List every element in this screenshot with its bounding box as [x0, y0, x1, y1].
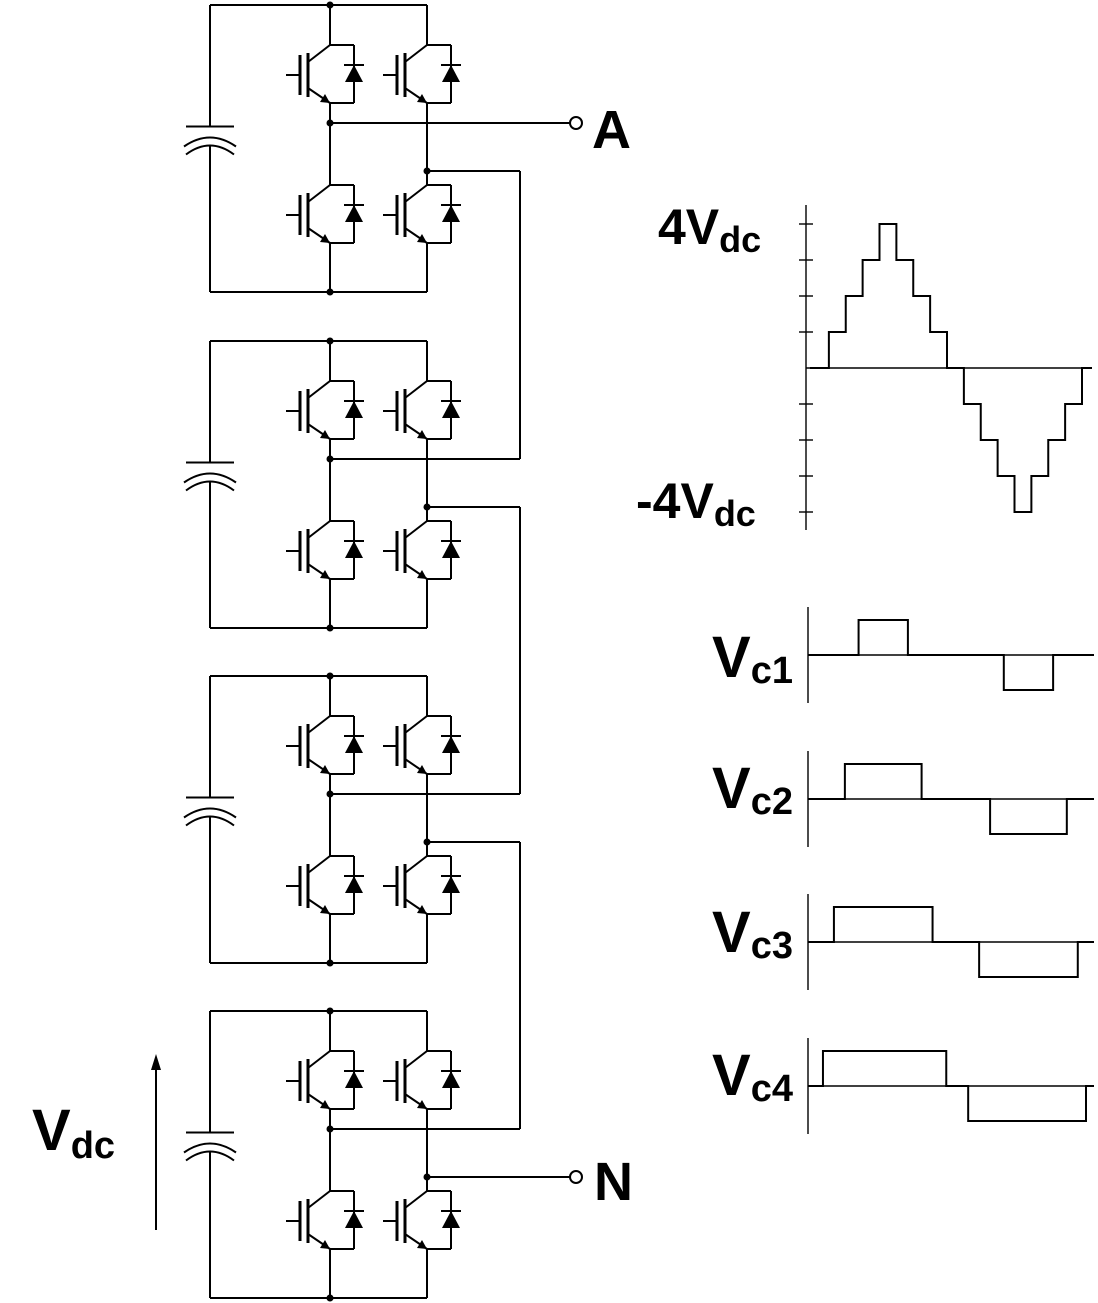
diode [441, 1210, 461, 1228]
junction-dot [326, 288, 334, 296]
diode [441, 540, 461, 558]
igbt-switch [383, 361, 461, 459]
diode [344, 875, 364, 893]
cell-waveform-2 [807, 751, 1094, 847]
igbt-switch [383, 25, 461, 123]
total-wave-top-label: 4Vdc [658, 199, 761, 260]
terminal-a-label: A [592, 100, 631, 160]
h-bridge-cell-2 [183, 337, 461, 632]
diode [441, 64, 461, 82]
junction-dot [326, 959, 334, 967]
cell-waveform-3 [807, 894, 1094, 990]
h-bridge-cell-4 [183, 1007, 461, 1302]
dc-capacitor [183, 1011, 237, 1298]
igbt-switch [286, 361, 364, 459]
diode [344, 735, 364, 753]
diode [441, 1070, 461, 1088]
square-trace [808, 906, 1094, 978]
junction-dot [326, 1, 334, 9]
square-trace [808, 1050, 1094, 1122]
igbt-switch [286, 836, 364, 934]
junction-dot [326, 1007, 334, 1015]
h-bridge-cell-1 [183, 1, 461, 296]
total-wave-bottom-label: -4Vdc [636, 473, 756, 534]
cascade-link-2 [330, 506, 521, 795]
diode [441, 875, 461, 893]
terminal-n [427, 1170, 583, 1184]
dc-capacitor [183, 5, 237, 292]
igbt-switch [383, 696, 461, 794]
diode [344, 540, 364, 558]
dc-capacitor [183, 341, 237, 628]
igbt-switch [383, 165, 461, 263]
cascade-link-1 [330, 170, 521, 460]
igbt-switch [286, 25, 364, 123]
junction-dot [326, 337, 334, 345]
cascaded-h-bridge-circuit [183, 1, 583, 1302]
igbt-switch [383, 501, 461, 599]
terminal-n-label: N [594, 1152, 633, 1212]
vc3-label: Vc3 [712, 900, 793, 967]
igbt-switch [286, 696, 364, 794]
diode [344, 400, 364, 418]
igbt-switch [286, 1171, 364, 1269]
diode [344, 64, 364, 82]
staircase-trace [810, 223, 1092, 513]
terminal-a [330, 116, 583, 130]
diode [441, 400, 461, 418]
cell-waveform-1 [807, 607, 1094, 703]
diode [344, 1210, 364, 1228]
diode [344, 204, 364, 222]
cascade-link-3 [330, 841, 521, 1130]
junction-dot [326, 672, 334, 680]
igbt-switch [286, 501, 364, 599]
junction-dot [326, 1294, 334, 1302]
dc-capacitor [183, 676, 237, 963]
h-bridge-cell-3 [183, 672, 461, 967]
waveform-panel [799, 205, 1094, 1134]
vdc-arrow [151, 1054, 161, 1230]
igbt-switch [383, 1031, 461, 1129]
igbt-switch [383, 1171, 461, 1269]
total-output-waveform [799, 205, 1092, 530]
junction-dot [326, 624, 334, 632]
igbt-switch [286, 1031, 364, 1129]
vdc-source-label: Vdc [32, 1098, 115, 1167]
diode [441, 735, 461, 753]
diode [344, 1070, 364, 1088]
square-trace [808, 619, 1094, 691]
vc2-label: Vc2 [712, 756, 793, 823]
igbt-switch [383, 836, 461, 934]
vc1-label: Vc1 [712, 625, 793, 692]
square-trace [808, 763, 1094, 835]
igbt-switch [286, 165, 364, 263]
vc4-label: Vc4 [712, 1043, 793, 1110]
diode [441, 204, 461, 222]
cell-waveform-4 [807, 1038, 1094, 1134]
